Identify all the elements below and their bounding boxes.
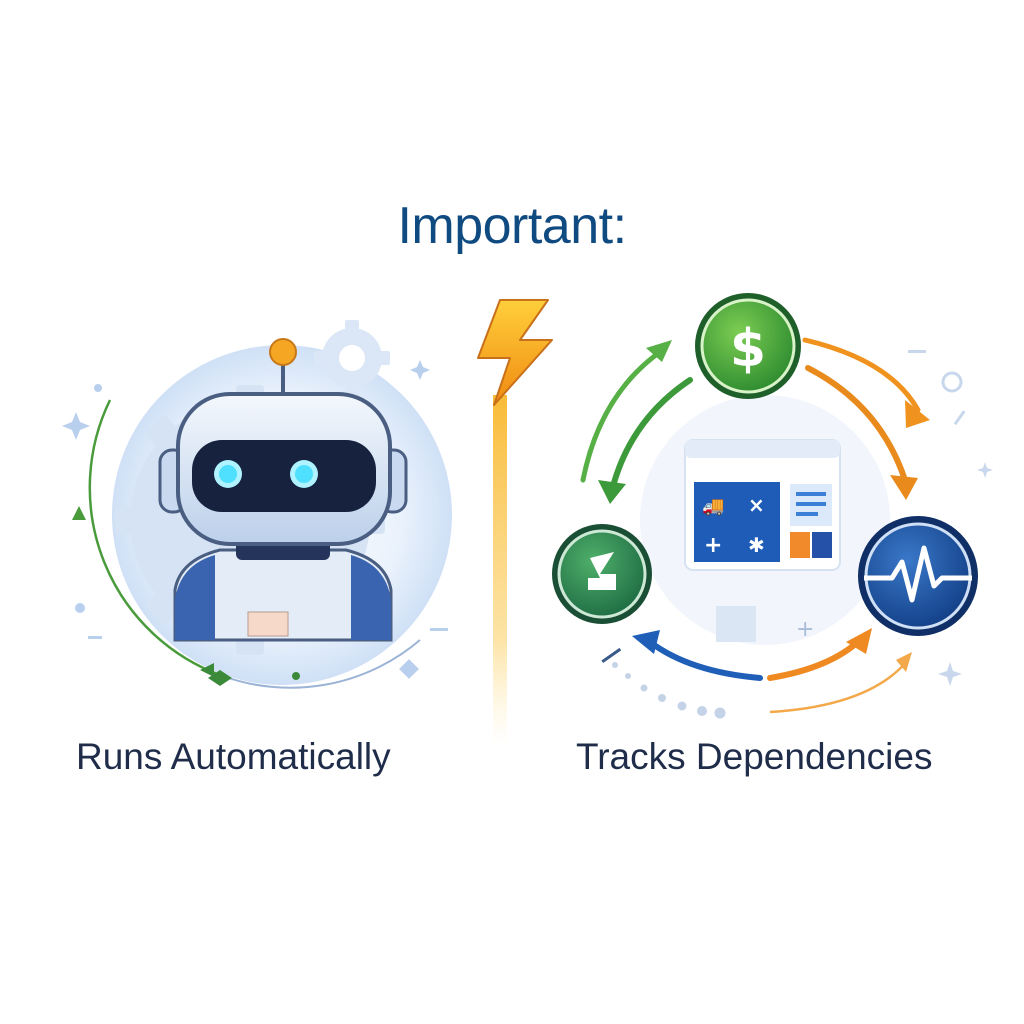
dependency-panel: 🚚 × + ✱ + <box>552 293 993 719</box>
divider <box>477 299 553 745</box>
arrow-green-outer <box>580 349 663 483</box>
arrow-head <box>846 628 872 654</box>
lightning-bolt-icon <box>477 299 553 406</box>
svg-text:+: + <box>704 533 722 558</box>
arrow-orange-top <box>802 337 921 413</box>
pulse-monitor-icon <box>858 516 978 636</box>
svg-text:$: $ <box>730 319 766 379</box>
light-beam <box>493 395 507 745</box>
arrow-orange-inner <box>805 365 908 483</box>
svg-text:×: × <box>748 493 765 517</box>
sparkle-icon <box>62 360 448 679</box>
arrow-head <box>200 663 214 677</box>
svg-text:✱: ✱ <box>748 533 765 557</box>
dollar-coin-icon: $ <box>695 293 801 399</box>
svg-text:🚚: 🚚 <box>702 496 724 517</box>
robot-panel <box>62 320 452 689</box>
green-node-icon <box>552 524 652 624</box>
arrow-head <box>896 652 912 672</box>
robot-icon <box>158 392 408 642</box>
arrow-head <box>905 400 930 428</box>
orbit-arc-lower <box>219 639 421 689</box>
sparkle-icon <box>908 350 993 686</box>
arrow-head <box>646 340 672 362</box>
arrow-blue <box>647 639 763 681</box>
diamond-marker <box>208 670 232 686</box>
antenna-ball <box>269 338 297 366</box>
page-title: Important: <box>397 197 627 255</box>
arrow-orange-bottom <box>767 637 863 681</box>
arrow-head <box>890 475 918 500</box>
arrow-thin <box>769 659 909 714</box>
caption-runs-automatically: Runs Automatically <box>76 736 391 777</box>
arrow-head <box>72 506 86 520</box>
arrow-head <box>598 480 626 504</box>
dash <box>601 647 622 663</box>
svg-text:+: + <box>796 617 814 642</box>
small-gear-icon <box>314 320 390 396</box>
dashboard-icon: 🚚 × + ✱ + <box>684 439 841 642</box>
orbit-arc <box>88 399 221 677</box>
dot-trail <box>612 662 726 719</box>
dot-marker <box>292 672 300 680</box>
arrow-green-inner <box>609 377 693 493</box>
arrow-head <box>632 630 660 654</box>
caption-tracks-dependencies: Tracks Dependencies <box>576 736 933 777</box>
